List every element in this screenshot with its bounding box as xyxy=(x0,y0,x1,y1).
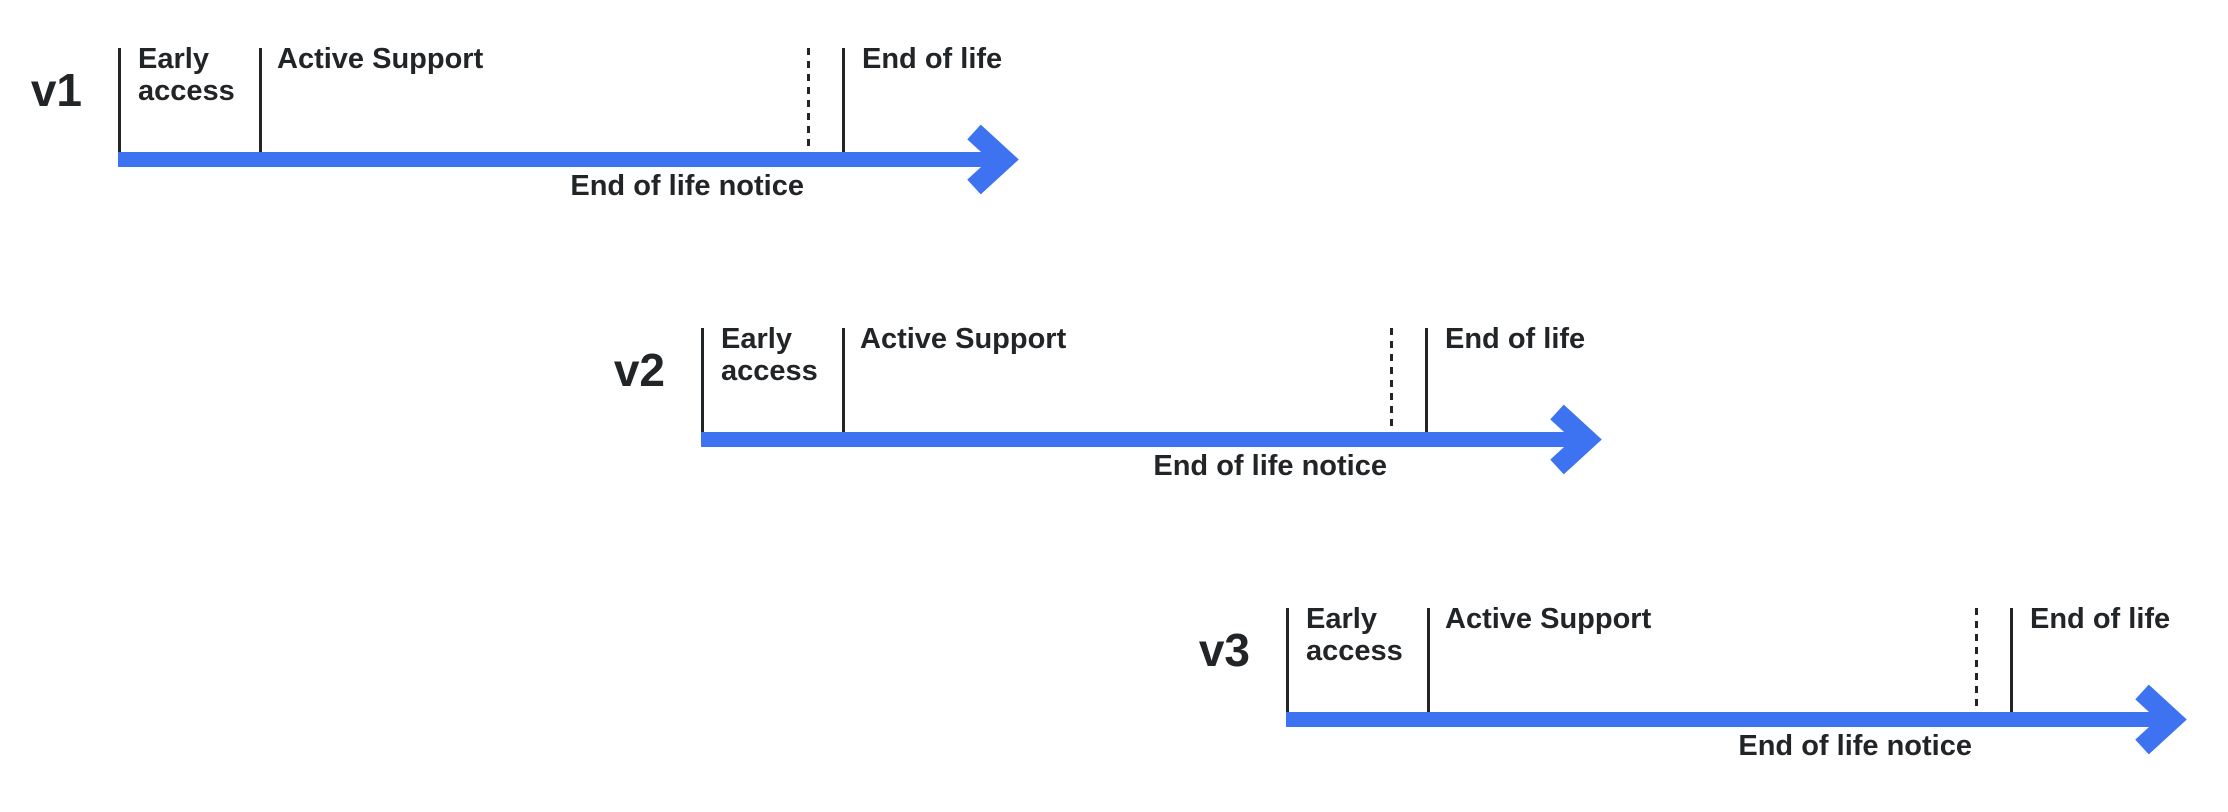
timeline-v3: v3 Early access Active Support End of li… xyxy=(1199,603,2206,812)
end-of-life-tick xyxy=(2010,608,2013,712)
active-support-start-tick xyxy=(1427,608,1430,712)
timeline-arrow xyxy=(118,124,1019,195)
early-access-start-tick xyxy=(1286,608,1289,712)
active-support-start-tick xyxy=(842,328,845,432)
version-label: v1 xyxy=(30,64,82,116)
early-access-start-tick xyxy=(118,48,121,152)
active-support-label: Active Support xyxy=(860,323,1067,355)
version-label: v2 xyxy=(613,344,665,396)
end-of-life-notice-tick xyxy=(1975,608,1978,712)
timeline-arrow xyxy=(701,404,1602,475)
arrowhead-icon xyxy=(1550,404,1602,475)
arrowhead-icon xyxy=(967,124,1019,195)
early-access-label: Early access xyxy=(721,323,818,387)
end-of-life-tick xyxy=(1425,328,1428,432)
version-label: v3 xyxy=(1198,624,1250,676)
arrowhead-icon xyxy=(2135,684,2187,755)
end-of-life-label: End of life xyxy=(1445,323,1586,355)
active-support-label: Active Support xyxy=(277,43,484,75)
timeline-v2: v2 Early access Active Support End of li… xyxy=(614,323,1621,540)
end-of-life-notice-label: End of life notice xyxy=(1153,450,1387,482)
active-support-start-tick xyxy=(259,48,262,152)
end-of-life-notice-label: End of life notice xyxy=(1738,730,1972,762)
timeline-arrow xyxy=(1286,684,2187,755)
timeline-v1: v1 Early access Active Support End of li… xyxy=(31,43,1038,260)
active-support-label: Active Support xyxy=(1445,603,1652,635)
end-of-life-label: End of life xyxy=(2030,603,2171,635)
early-access-label: Early access xyxy=(138,43,235,107)
early-access-start-tick xyxy=(701,328,704,432)
end-of-life-label: End of life xyxy=(862,43,1003,75)
early-access-label: Early access xyxy=(1306,603,1403,667)
end-of-life-notice-tick xyxy=(807,48,810,152)
end-of-life-notice-tick xyxy=(1390,328,1393,432)
end-of-life-notice-label: End of life notice xyxy=(570,170,804,202)
end-of-life-tick xyxy=(842,48,845,152)
